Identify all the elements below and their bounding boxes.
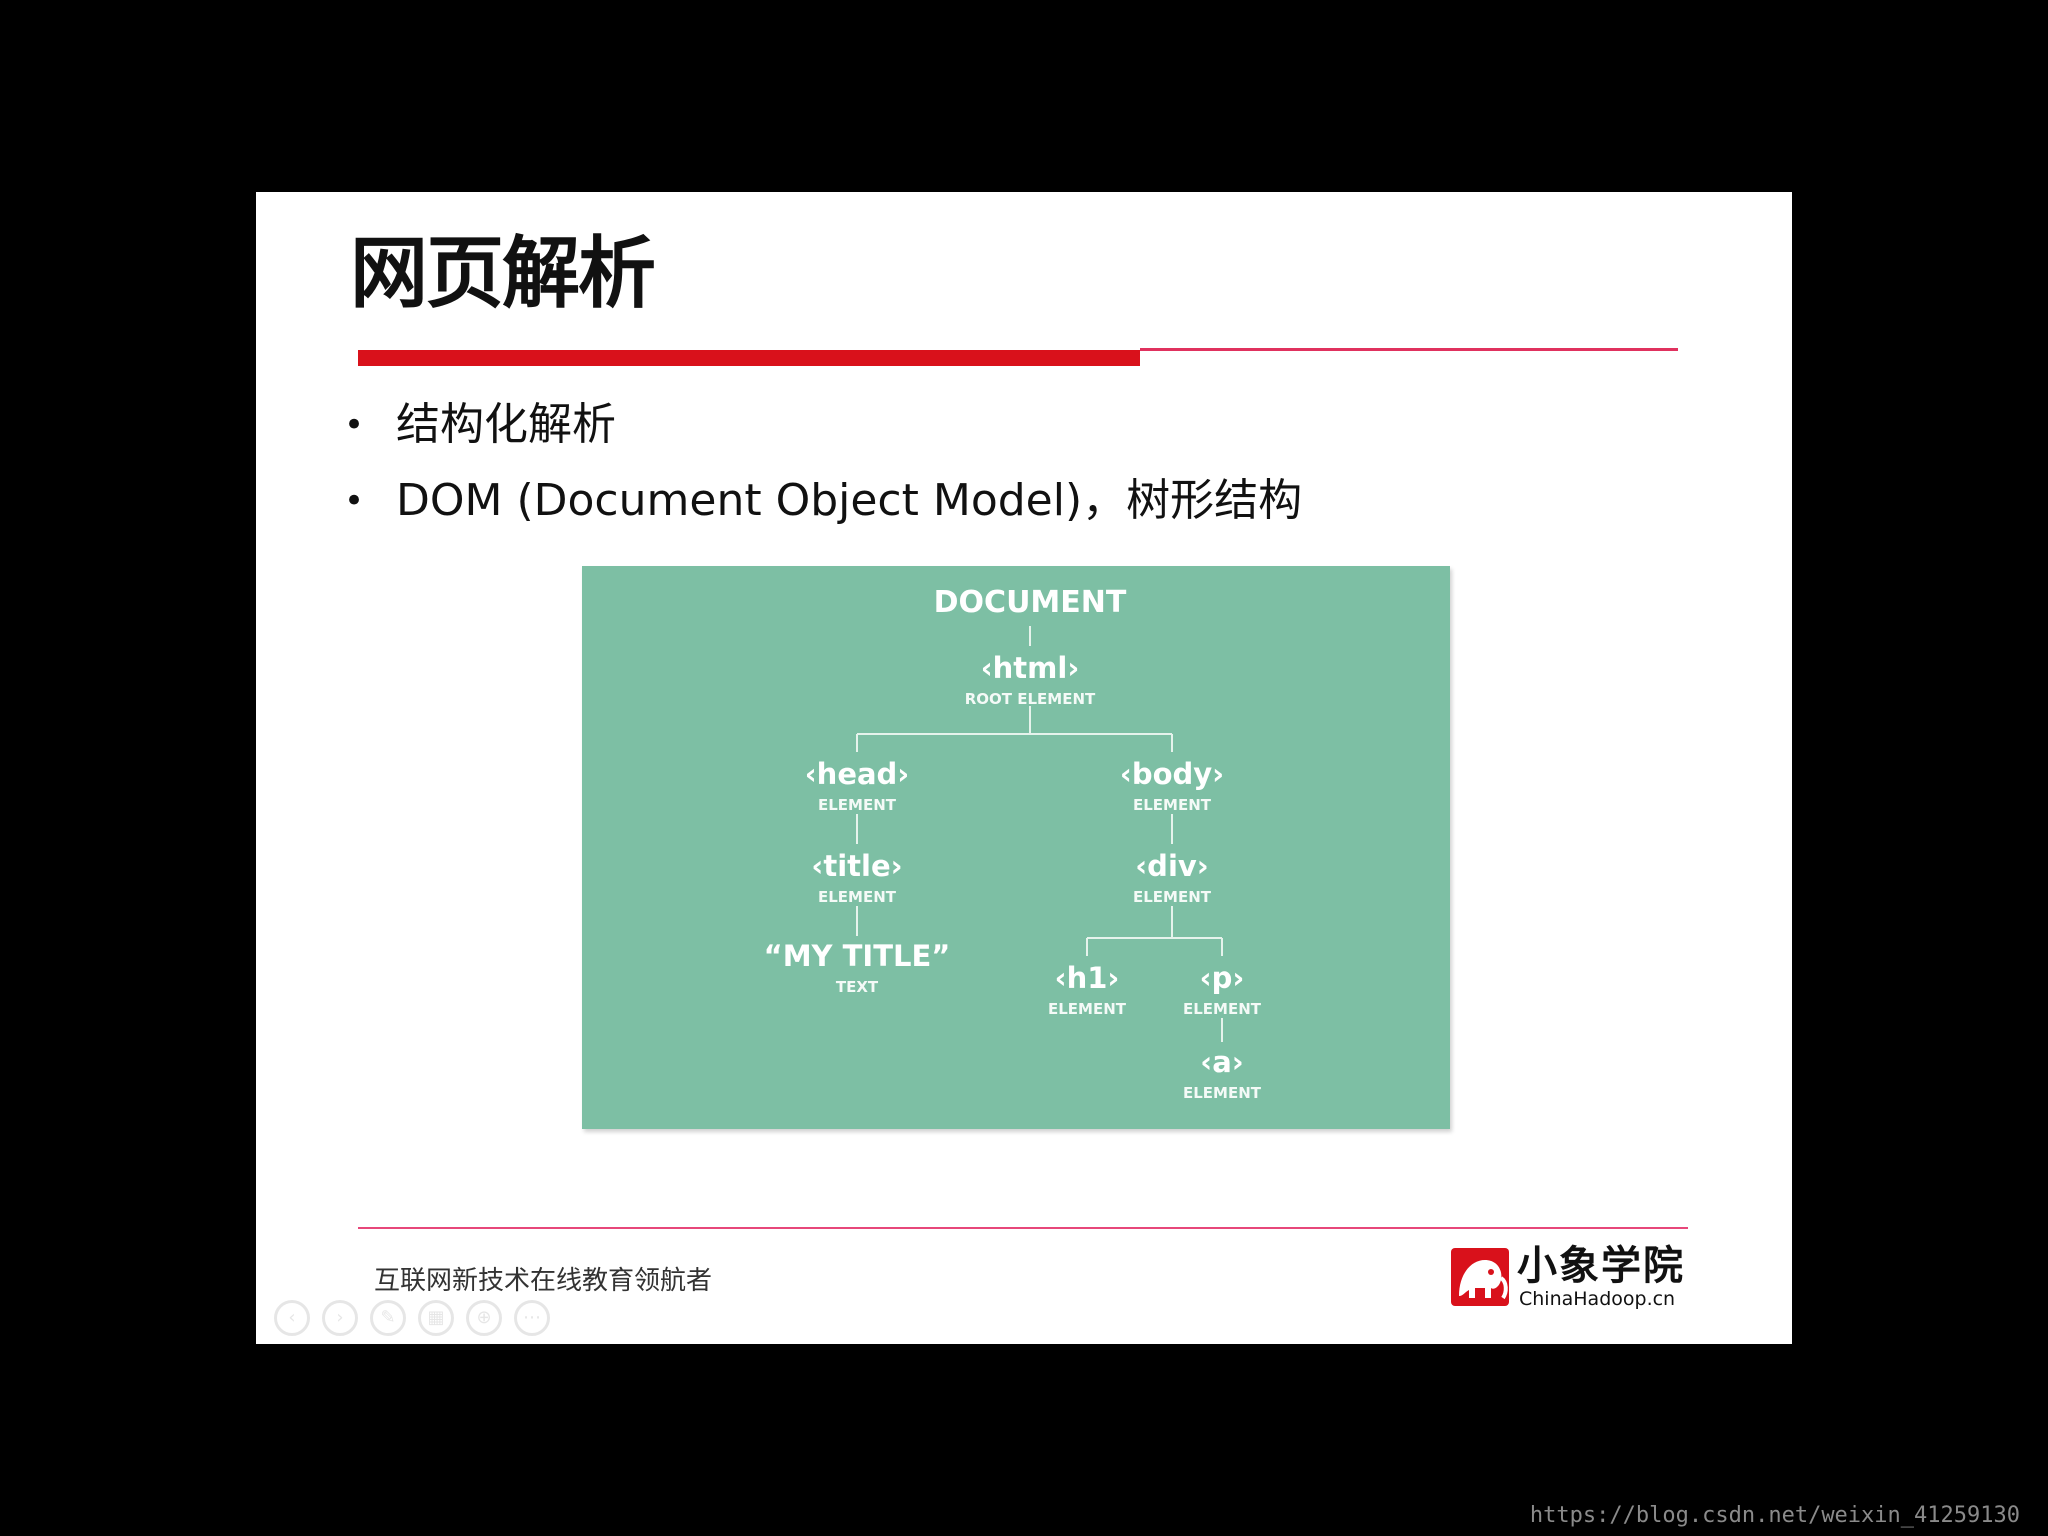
dom-node-a-type: ELEMENT: [1183, 1084, 1262, 1102]
dom-node-html-tag: ‹html›: [981, 651, 1080, 685]
dom-node-div-type: ELEMENT: [1133, 888, 1212, 906]
title-underline-thin: [1140, 348, 1678, 351]
bullet-item-structured-parsing: • 结构化解析: [344, 387, 1302, 463]
slideshow-controls: ‹ › ✎ ▦ ⊕ ⋯: [274, 1300, 550, 1336]
dom-node-body-type: ELEMENT: [1133, 796, 1212, 814]
bullet-marker: •: [344, 481, 365, 521]
dom-node-h1-tag: ‹h1›: [1055, 961, 1120, 995]
dom-node-title-type: ELEMENT: [818, 888, 897, 906]
slide-title: 网页解析: [350, 229, 656, 319]
logo-name: 小象学院: [1517, 1242, 1685, 1289]
dom-node-a-tag: ‹a›: [1200, 1045, 1243, 1079]
brand-logo: 小象学院 ChinaHadoop.cn: [1451, 1244, 1691, 1314]
next-icon[interactable]: ›: [322, 1300, 358, 1336]
dom-node-h1-type: ELEMENT: [1048, 1000, 1127, 1018]
dom-node-div-tag: ‹div›: [1135, 849, 1209, 883]
bullet-text: 结构化解析: [396, 399, 616, 450]
bullet-item-dom: • DOM (Document Object Model)，树形结构: [344, 463, 1302, 539]
menu-icon[interactable]: ⋯: [514, 1300, 550, 1336]
slides-icon[interactable]: ▦: [418, 1300, 454, 1336]
dom-node-document: DOCUMENT: [934, 585, 1127, 620]
tree-connectors: [856, 626, 1223, 1042]
elephant-logo-icon: [1451, 1248, 1509, 1306]
prev-icon[interactable]: ‹: [274, 1300, 310, 1336]
footer-divider: [358, 1227, 1688, 1229]
dom-node-head-type: ELEMENT: [818, 796, 897, 814]
zoom-icon[interactable]: ⊕: [466, 1300, 502, 1336]
dom-node-head-tag: ‹head›: [805, 757, 910, 791]
bullet-list: • 结构化解析 • DOM (Document Object Model)，树形…: [344, 387, 1302, 539]
bullet-marker: •: [344, 405, 365, 445]
presentation-slide: 网页解析 • 结构化解析 • DOM (Document Object Mode…: [256, 192, 1792, 1344]
dom-node-p-type: ELEMENT: [1183, 1000, 1262, 1018]
dom-node-text-value: “MY TITLE”: [764, 939, 951, 973]
footer-slogan: 互联网新技术在线教育领航者: [374, 1266, 713, 1296]
source-watermark: https://blog.csdn.net/weixin_41259130: [1529, 1503, 2020, 1528]
dom-node-body-tag: ‹body›: [1120, 757, 1224, 791]
dom-node-html-type: ROOT ELEMENT: [965, 690, 1096, 708]
dom-node-p-tag: ‹p›: [1200, 961, 1245, 995]
title-underline-accent: [358, 350, 1140, 366]
dom-tree-svg: DOCUMENT ‹html› ROOT ELEMENT ‹head› ELEM…: [764, 585, 1262, 1102]
logo-domain: ChinaHadoop.cn: [1519, 1288, 1676, 1310]
dom-node-text-type: TEXT: [836, 978, 879, 996]
dom-tree-diagram: DOCUMENT ‹html› ROOT ELEMENT ‹head› ELEM…: [582, 566, 1450, 1129]
dom-node-title-tag: ‹title›: [811, 849, 902, 883]
pen-icon[interactable]: ✎: [370, 1300, 406, 1336]
bullet-text: DOM (Document Object Model)，树形结构: [396, 475, 1303, 526]
